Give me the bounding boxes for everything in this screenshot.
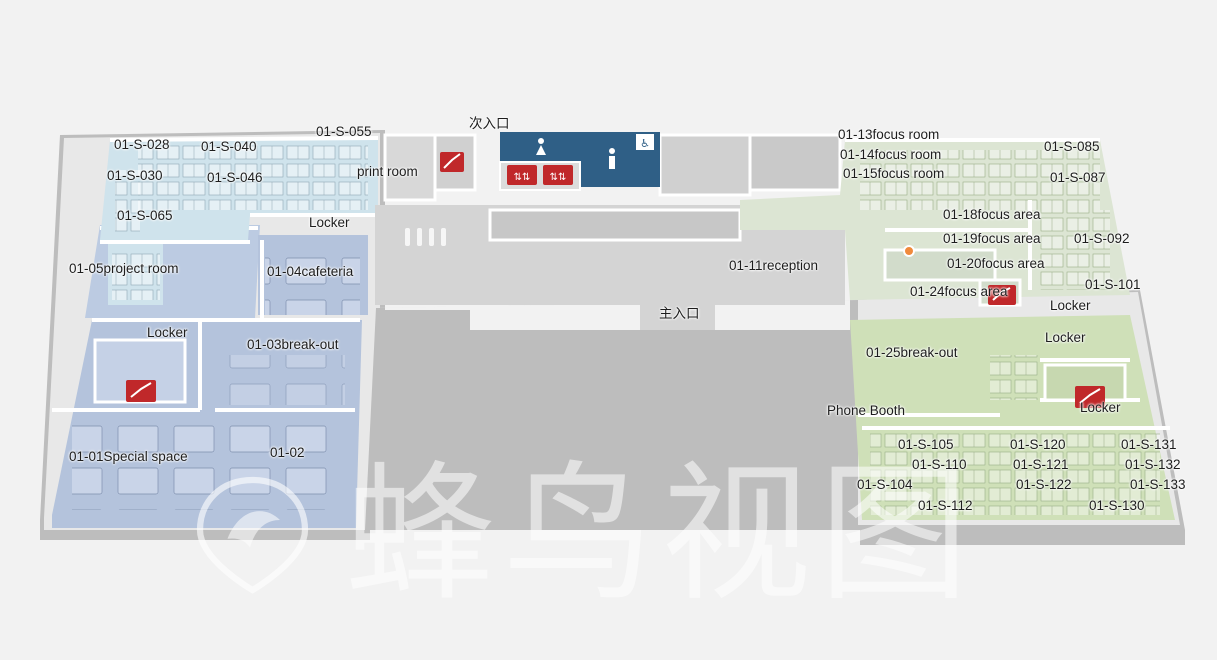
room-label-focus-area-19[interactable]: 01-19focus area — [943, 231, 1041, 246]
room-label-focus-area-20[interactable]: 01-20focus area — [947, 256, 1045, 271]
stairs-icon — [1075, 386, 1105, 408]
room-label-locker-4[interactable]: Locker — [1045, 330, 1086, 345]
room-label-locker-1[interactable]: Locker — [309, 215, 350, 230]
room-label-s120[interactable]: 01-S-120 — [1010, 437, 1066, 452]
room-label-s085[interactable]: 01-S-085 — [1044, 139, 1100, 154]
room-label-s121[interactable]: 01-S-121 — [1013, 457, 1069, 472]
stairs-icon — [126, 380, 156, 402]
room-label-reception[interactable]: 01-11reception — [729, 258, 819, 273]
room-label-s030[interactable]: 01-S-030 — [107, 168, 163, 183]
room-label-project-room[interactable]: 01-05project room — [69, 261, 179, 276]
zone-northwest-lightblue — [100, 136, 379, 305]
svg-text:♿: ♿ — [640, 137, 650, 150]
room-label-s101[interactable]: 01-S-101 — [1085, 277, 1141, 292]
stairs-icon — [440, 152, 464, 172]
room-label-phone-booth[interactable]: Phone Booth — [827, 403, 906, 418]
room-label-breakout-25[interactable]: 01-25break-out — [866, 345, 958, 360]
room-label-s131[interactable]: 01-S-131 — [1121, 437, 1177, 452]
accessible-icon: ♿ — [636, 134, 654, 150]
room-label-cafeteria[interactable]: 01-04cafeteria — [267, 264, 354, 279]
elevator-icon: ⇅⇅ — [543, 165, 573, 185]
room-label-0102[interactable]: 01-02 — [270, 445, 305, 460]
room-label-focus-14[interactable]: 01-14focus room — [840, 147, 942, 162]
location-marker-icon[interactable] — [903, 245, 915, 257]
room-label-s122[interactable]: 01-S-122 — [1016, 477, 1072, 492]
room-label-locker-5[interactable]: Locker — [1080, 400, 1121, 415]
room-label-s092[interactable]: 01-S-092 — [1074, 231, 1130, 246]
room-label-s112[interactable]: 01-S-112 — [918, 498, 973, 513]
zone-southeast-green — [850, 315, 1175, 520]
room-label-focus-13[interactable]: 01-13focus room — [838, 127, 940, 142]
zone-northeast-green — [740, 138, 1130, 307]
room-label-breakout-03[interactable]: 01-03break-out — [247, 337, 339, 352]
stairs-icon — [988, 285, 1016, 305]
secondary-entrance-label[interactable]: 次入口 — [469, 116, 510, 131]
room-label-s105[interactable]: 01-S-105 — [898, 437, 954, 452]
room-label-s132[interactable]: 01-S-132 — [1125, 457, 1181, 472]
svg-text:⇅⇅: ⇅⇅ — [550, 172, 567, 183]
room-label-s040[interactable]: 01-S-040 — [201, 139, 257, 154]
room-label-focus-area-24[interactable]: 01-24focus area — [910, 284, 1008, 299]
watermark-text: 蜂鸟视图 — [345, 448, 978, 622]
room-label-s087[interactable]: 01-S-087 — [1050, 170, 1106, 185]
room-label-s028[interactable]: 01-S-028 — [114, 137, 170, 152]
room-label-s104[interactable]: 01-S-104 — [857, 477, 913, 492]
main-entrance-label[interactable]: 主入口 — [659, 306, 700, 321]
room-label-locker-2[interactable]: Locker — [147, 325, 188, 340]
svg-text:⇅⇅: ⇅⇅ — [514, 172, 531, 183]
room-label-focus-15[interactable]: 01-15focus room — [843, 166, 945, 181]
room-label-s133[interactable]: 01-S-133 — [1130, 477, 1186, 492]
room-label-s110[interactable]: 01-S-110 — [912, 457, 967, 472]
restroom-icon — [609, 148, 615, 169]
room-label-focus-area-18[interactable]: 01-18focus area — [943, 207, 1041, 222]
room-label-special-space[interactable]: 01-01Special space — [69, 449, 188, 464]
room-label-s065[interactable]: 01-S-065 — [117, 208, 173, 223]
room-label-print-room[interactable]: print room — [357, 164, 418, 179]
watermark-logo-icon — [196, 476, 309, 594]
room-label-s130[interactable]: 01-S-130 — [1089, 498, 1145, 513]
room-label-s046[interactable]: 01-S-046 — [207, 170, 263, 185]
restroom-icon — [536, 138, 546, 155]
room-label-s055[interactable]: 01-S-055 — [316, 124, 372, 139]
room-label-locker-3[interactable]: Locker — [1050, 298, 1091, 313]
elevator-icon: ⇅⇅ — [507, 165, 537, 185]
